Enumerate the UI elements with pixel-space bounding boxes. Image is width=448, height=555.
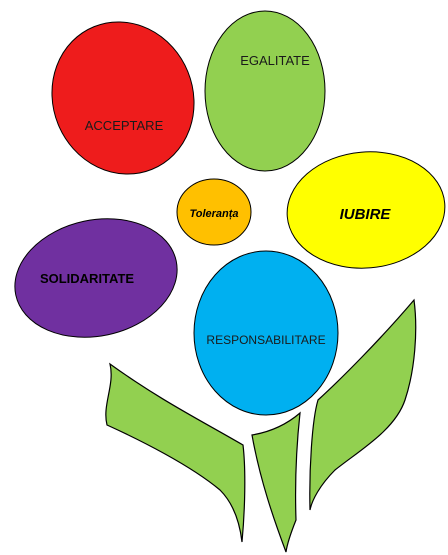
right-leaf — [309, 298, 417, 511]
middle-leaf — [251, 411, 301, 553]
label-solidaritate: SOLIDARITATE — [40, 271, 134, 286]
label-iubire: IUBIRE — [340, 206, 392, 223]
label-center: Toleranța — [189, 208, 238, 220]
label-acceptare: ACCEPTARE — [85, 118, 164, 133]
flower-center — [176, 178, 252, 246]
label-egalitate: EGALITATE — [240, 53, 310, 68]
label-responsabilitare: RESPONSABILITARE — [206, 333, 325, 347]
petal-acceptare — [51, 21, 195, 175]
petal-egalitate — [204, 10, 326, 172]
petal-responsabilitare — [193, 250, 339, 416]
petal-solidaritate — [14, 218, 178, 338]
left-leaf — [105, 362, 246, 543]
petal-iubire — [286, 151, 446, 269]
